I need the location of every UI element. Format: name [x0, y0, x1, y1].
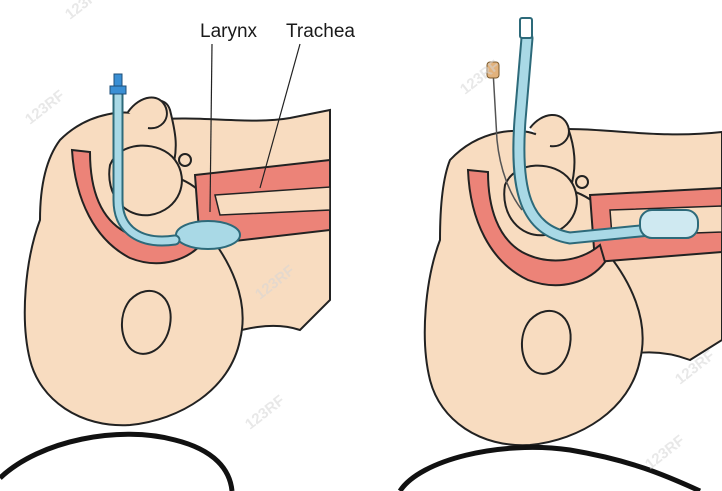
left-pillow [0, 434, 232, 491]
right-tube-connector [520, 18, 532, 38]
watermark-text: 123RF [22, 87, 68, 128]
left-blue-connector-top [114, 74, 122, 86]
watermark-text: 123RF [642, 432, 688, 473]
right-tube-cuff [640, 210, 698, 238]
watermark-text: 123RF [242, 392, 288, 433]
right-panel [400, 18, 722, 491]
left-mask-cuff [176, 221, 240, 249]
larynx-label: Larynx [200, 21, 258, 42]
left-blue-connector [110, 86, 126, 94]
trachea-label: Trachea [286, 21, 355, 42]
watermark-text: 123RF [62, 0, 108, 23]
